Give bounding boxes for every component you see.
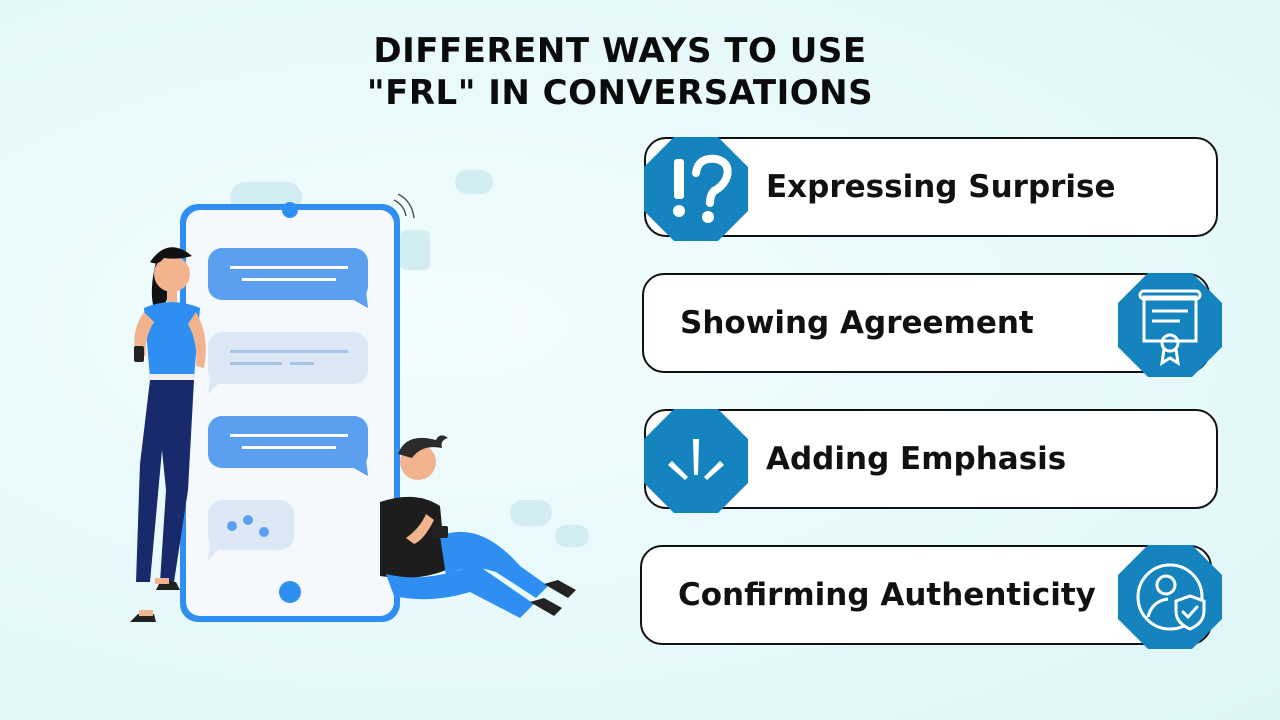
chat-bubble-1 [208, 248, 368, 308]
chat-bubble-3 [208, 416, 368, 476]
user-shield-check-icon [1118, 545, 1222, 649]
item-label: Adding Emphasis [766, 441, 1067, 477]
way-card-expressing-surprise: Expressing Surprise [644, 137, 1218, 241]
woman-figure [130, 247, 206, 622]
certificate-scroll-icon [1118, 273, 1222, 377]
title-line-1: DIFFERENT WAYS TO USE [373, 31, 867, 71]
chat-bubble-2 [208, 332, 368, 394]
typing-bubble [208, 500, 294, 560]
title-line-2: "FRL" IN CONVERSATIONS [366, 73, 874, 113]
way-card-confirming-authenticity: Confirming Authenticity [640, 545, 1222, 649]
item-label: Confirming Authenticity [678, 577, 1096, 613]
way-card-showing-agreement: Showing Agreement [642, 273, 1222, 377]
chat-illustration [130, 170, 589, 622]
man-figure [380, 435, 576, 618]
way-card-adding-emphasis: Adding Emphasis [644, 409, 1218, 513]
item-label: Expressing Surprise [766, 169, 1116, 205]
exclamation-question-icon [644, 137, 748, 241]
emphasis-burst-icon [644, 409, 748, 513]
page-title: DIFFERENT WAYS TO USE "FRL" IN CONVERSAT… [300, 30, 940, 114]
item-label: Showing Agreement [680, 305, 1034, 341]
